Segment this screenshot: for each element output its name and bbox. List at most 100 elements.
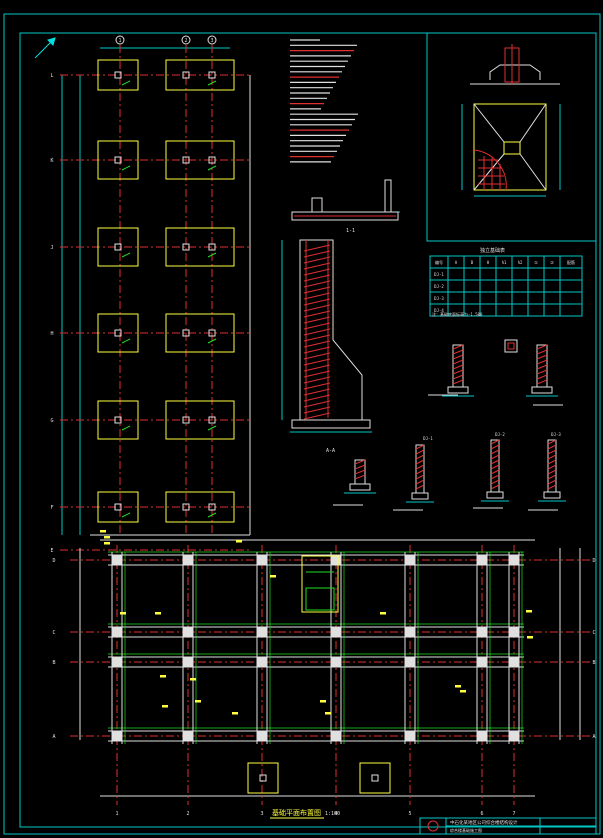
table-header: ② [550,260,554,265]
column [114,243,122,251]
table-cell: DJ-3 [434,296,444,301]
axis-label: 1 [118,38,121,44]
stair-opening [301,555,339,613]
annotation [236,540,242,543]
column [405,731,415,741]
column [114,156,122,164]
annotation [526,610,532,613]
row-axis-label: A [52,734,55,740]
column [405,555,415,565]
footing-detail-frame [426,32,597,242]
row-axis-label: G [50,418,53,424]
annotation [104,536,110,539]
annotation [270,575,276,578]
row-axis-label: F [50,505,53,511]
column [114,416,122,424]
north-arrow-icon [34,37,56,59]
section-a-a: A-A [281,239,372,454]
column [112,657,122,667]
plan-scale: 1:100 [325,811,340,817]
column [477,627,487,637]
column-axis-label: 7 [512,811,515,817]
annotation [527,636,533,639]
column [112,555,122,565]
column [114,71,122,79]
footing [165,227,235,267]
column [509,731,519,741]
row-axis-label: C [592,630,595,636]
column [112,731,122,741]
annotation [455,685,461,688]
footing [97,227,139,267]
row-axis-label: E [50,548,53,554]
row-axis-label: C [52,630,55,636]
row-axis-label: L [50,73,53,79]
column [183,555,193,565]
column-axis-label: 4 [334,811,337,817]
column-axis-label: 2 [186,811,189,817]
column [331,657,341,667]
column [331,731,341,741]
table-header: 配筋 [567,259,575,265]
column [257,731,267,741]
table-header: 编号 [435,259,443,265]
row-axis-label: D [592,558,595,564]
column [183,731,193,741]
annotation [320,700,326,703]
footing [359,762,391,794]
table-cell: DJ-4 [434,308,444,313]
axis-label: 3 [210,38,213,44]
footing [165,313,235,353]
column [477,657,487,667]
logo-icon [427,820,439,832]
row-axis-label: H [50,331,53,337]
table-cell: DJ-2 [434,284,444,289]
column [208,243,216,251]
detail-label: DJ-1 [423,436,433,441]
title-block-sub: 综合楼基础施工图 [450,827,482,833]
table-header: H [487,260,490,265]
axis-label: 2 [184,38,187,44]
design-notes [290,39,358,163]
annotation [232,712,238,715]
column [259,774,267,782]
table-header: A [455,260,458,265]
row-axis-label: B [592,660,595,666]
annotation [325,712,331,715]
footing [247,762,279,794]
annotation [162,705,168,708]
column [182,329,190,337]
column [208,329,216,337]
inner-border [19,32,597,828]
column [208,416,216,424]
annotation [160,675,166,678]
column [182,243,190,251]
column [331,555,341,565]
table-header: h1 [502,260,507,265]
annotation [155,612,161,615]
annotation [120,612,126,615]
column-axis-label: 6 [480,811,483,817]
axis-bubble [115,35,125,45]
column [182,416,190,424]
table-header: B [471,260,474,265]
column [257,627,267,637]
outer-border [3,13,601,835]
column [208,503,216,511]
column [477,731,487,741]
column [182,503,190,511]
axis-bubble [207,35,217,45]
row-axis-label: A [592,734,595,740]
column [183,657,193,667]
table-note: 注：基础底面标高为-1.500 [432,311,483,317]
column [112,627,122,637]
table-cell: DJ-1 [434,272,444,277]
axis-bubble [181,35,191,45]
row-axis-label: J [50,245,53,251]
plan-title: 基础平面布置图 [272,808,321,817]
